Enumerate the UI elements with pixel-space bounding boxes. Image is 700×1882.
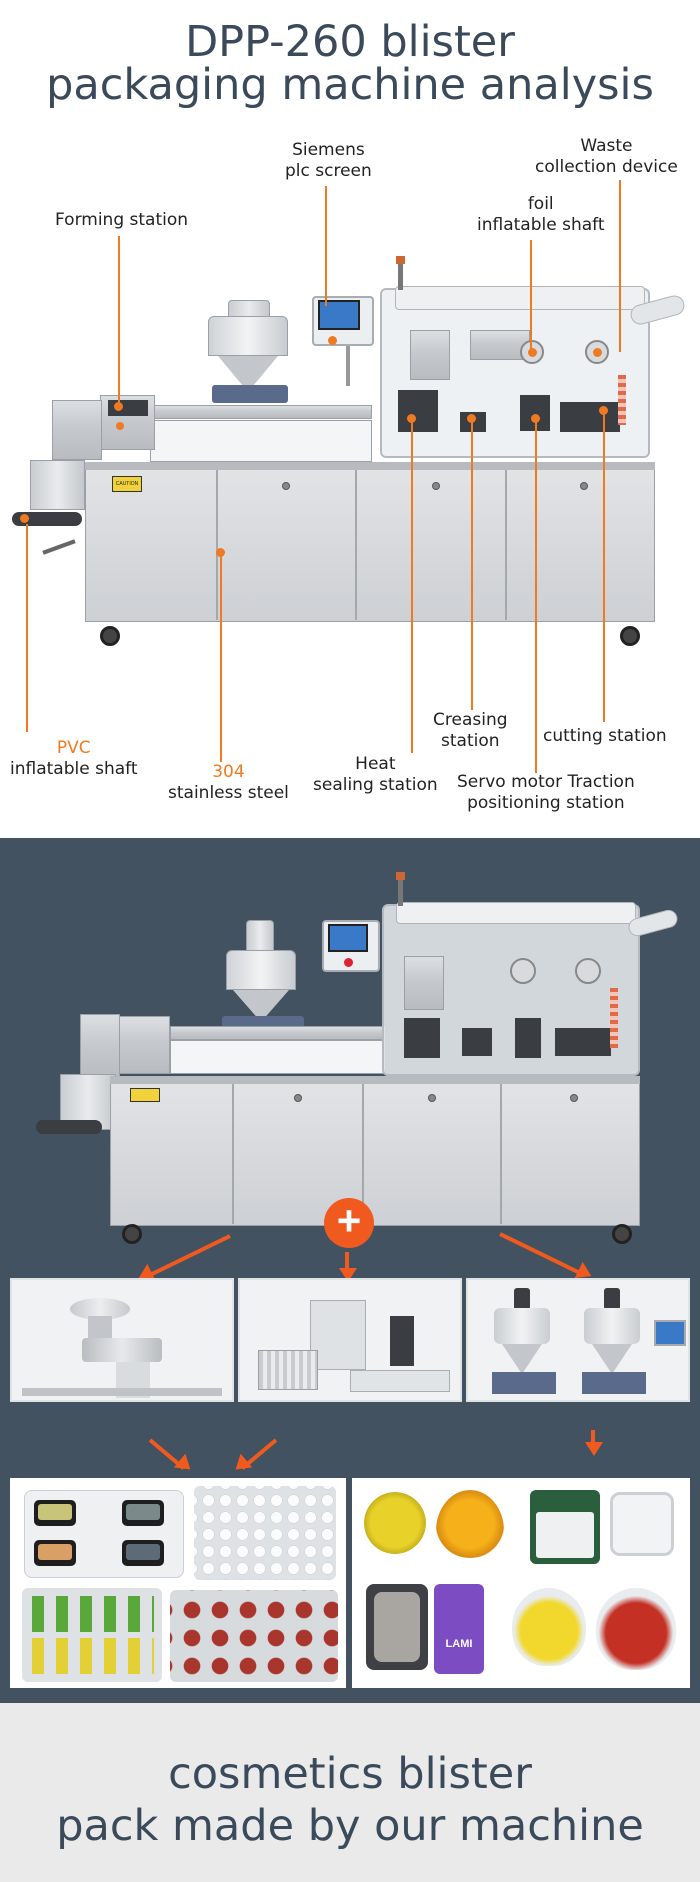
white-tablet-blister [194, 1486, 336, 1580]
option-panel-sealer [238, 1278, 462, 1402]
arrow-left [141, 1234, 231, 1281]
configuration-section: + [0, 838, 700, 1703]
footer-line1: cosmetics blister [168, 1749, 532, 1799]
machine-illustration: CAUTION [0, 0, 700, 838]
page-title-line2: packaging machine analysis [46, 60, 654, 110]
main-cabinet [85, 462, 655, 622]
cosmetic-blister-samples: LAMI [352, 1478, 690, 1688]
option-panel-hoppers [466, 1278, 690, 1402]
caution-sticker: CAUTION [112, 476, 142, 492]
arrow-right [499, 1232, 582, 1276]
option-panel-feeder [10, 1278, 234, 1402]
page-title-line1: DPP-260 blister [185, 17, 515, 67]
pharma-blister-samples [10, 1478, 346, 1688]
lami-pack: LAMI [434, 1584, 484, 1674]
label-cutting-station: cutting station [543, 726, 667, 746]
footer-banner: cosmetics blister pack made by our machi… [0, 1703, 700, 1882]
label-forming-station: Forming station [55, 210, 189, 230]
red-tablet-blister [170, 1590, 338, 1682]
machine-illustration-2 [0, 838, 700, 1244]
footer-line2: pack made by our machine [56, 1801, 644, 1851]
machine-analysis-section: DPP-260 blister packaging machine analys… [0, 0, 700, 838]
plus-icon: + [324, 1198, 374, 1248]
